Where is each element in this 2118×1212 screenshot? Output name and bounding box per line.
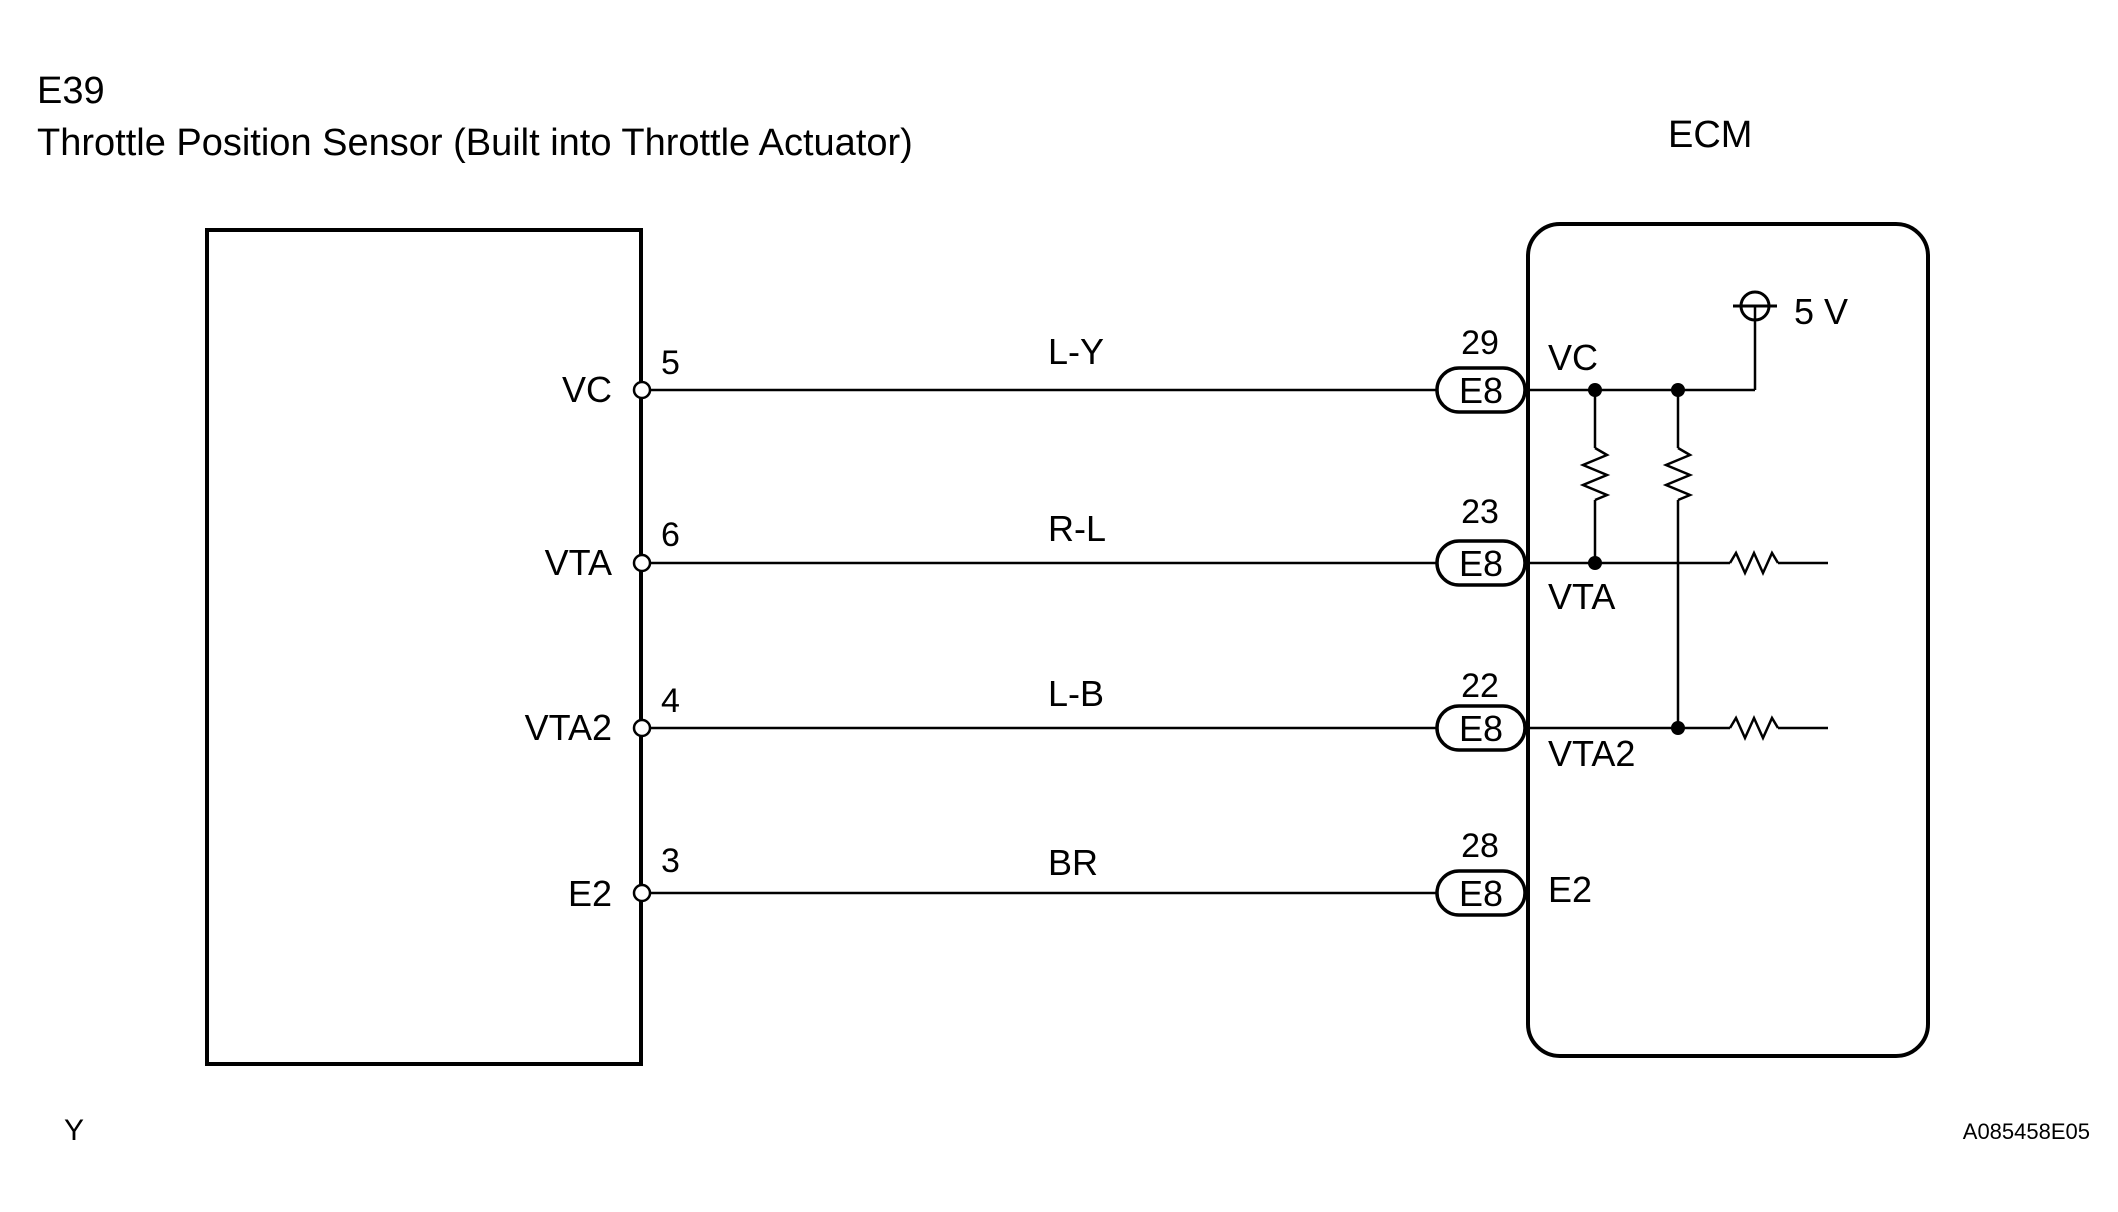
sensor-terminal-label: VC [562,369,612,410]
junction-dots [1588,383,1685,735]
sensor-box [205,228,643,1066]
wire-color-label: L-B [1048,673,1104,714]
ecm-pin-number: 22 [1461,667,1499,705]
sensor-terminal-vta [632,553,652,573]
ecm-pin-number: 29 [1461,324,1499,362]
wire-color-label: L-Y [1048,331,1104,372]
ecm-connector [1435,869,1527,917]
junction-dot [1671,383,1685,397]
sensor-terminal-label: VTA2 [525,707,612,748]
junction-dot [1588,556,1602,570]
sensor-title: Throttle Position Sensor (Built into Thr… [37,122,913,164]
ecm-connector-label: E8 [1459,873,1503,914]
junction-dot [1588,383,1602,397]
ecm-terminal-label: E2 [1548,869,1592,910]
ecm-connector-label: E8 [1459,708,1503,749]
pullup-resistor-vta2 [1662,446,1694,502]
series-resistor-vta [1728,549,1780,577]
figure-reference-code: A085458E05 [1963,1119,2090,1144]
sensor-terminal-label: VTA [545,542,612,583]
ecm-internal-circuit [1525,290,1828,742]
circuit-e2: E2 3 BR E8 28 E2 [568,827,1592,917]
wire-color-label: R-L [1048,508,1106,549]
sensor-terminal-vta2 [632,718,652,738]
circuit-vta2: VTA2 4 L-B E8 22 VTA2 [525,667,1636,774]
supply-voltage-label: 5 V [1794,291,1848,332]
ecm-terminal-label: VTA [1548,576,1615,617]
sensor-terminal-e2 [632,883,652,903]
series-resistor-vta2 [1728,714,1780,742]
sensor-terminal-vc [632,380,652,400]
ecm-terminal-label: VC [1548,337,1598,378]
ecm-box [1526,222,1930,1058]
sensor-pin-number: 6 [661,516,680,554]
wire-color-label: BR [1048,842,1098,883]
sensor-pin-number: 5 [661,344,680,382]
ecm-connector-label: E8 [1459,543,1503,584]
sensor-terminal-label: E2 [568,873,612,914]
circuit-vta: VTA 6 R-L E8 23 VTA [545,493,1616,617]
ecm-title: ECM [1668,114,1752,156]
pullup-resistor-vta [1579,446,1611,502]
sensor-pin-number: 4 [661,682,680,720]
ecm-connector-label: E8 [1459,370,1503,411]
footer-marker: Y [64,1114,84,1147]
ecm-pin-number: 23 [1461,493,1499,531]
ecm-pin-number: 28 [1461,827,1499,865]
junction-dot [1671,721,1685,735]
ecm-terminal-label: VTA2 [1548,733,1635,774]
circuit-vc: VC 5 L-Y E8 29 VC [562,324,1598,414]
sensor-code: E39 [37,70,105,112]
sensor-pin-number: 3 [661,842,680,880]
